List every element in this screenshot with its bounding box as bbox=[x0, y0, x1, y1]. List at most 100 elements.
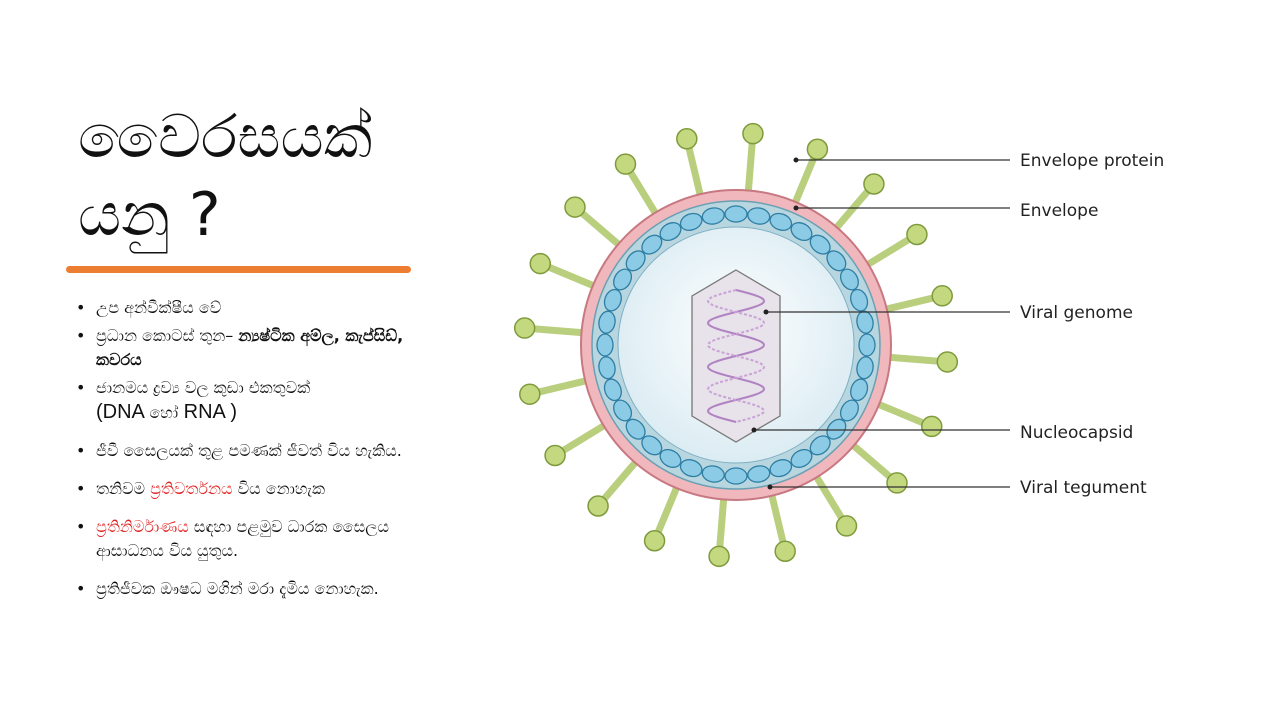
envelope-protein-icon bbox=[614, 153, 637, 175]
capsid-ring bbox=[596, 205, 876, 485]
spike-stem bbox=[830, 187, 873, 234]
spike-stem bbox=[531, 325, 587, 337]
envelope-protein-icon bbox=[774, 540, 796, 562]
spike-stem bbox=[862, 235, 913, 270]
capsomere bbox=[839, 399, 859, 422]
bullet-text: ප්‍රධාන කොටස් තුන– bbox=[96, 326, 239, 345]
bullet-item: ජීවී සෛලයක් තුළ පමණක් ජීවත් විය හැකිය. bbox=[76, 439, 421, 463]
bullet-item: ප්‍රධාන කොටස් තුන– න්‍යෂ්ටික අම්ල, කැප්ස… bbox=[76, 324, 421, 372]
spike-stem bbox=[873, 399, 927, 427]
capsomere bbox=[701, 465, 725, 483]
envelope-protein-icon bbox=[920, 415, 943, 438]
bullet-text: විය නොහැක bbox=[232, 479, 325, 498]
capsomere bbox=[790, 222, 813, 242]
envelope-protein-icon bbox=[936, 351, 959, 373]
capsomere bbox=[701, 207, 725, 225]
envelope-protein-icon bbox=[806, 138, 829, 161]
capsomere bbox=[826, 250, 847, 272]
capsomere bbox=[809, 435, 831, 456]
bullet-text: ප්‍රතිජීවක ඖෂධ මගින් මරා දැමිය නොහැක. bbox=[96, 579, 379, 598]
envelope-protein-icon bbox=[863, 173, 885, 195]
spike-stem bbox=[545, 263, 599, 291]
capsomere bbox=[659, 448, 682, 468]
capsomere bbox=[724, 205, 748, 223]
spike-stem bbox=[881, 294, 937, 314]
capsomere bbox=[747, 207, 771, 225]
envelope-protein-icon bbox=[519, 383, 541, 405]
title-underline bbox=[66, 266, 411, 273]
bullet-text: (DNA bbox=[96, 401, 150, 423]
spike-stem bbox=[599, 456, 642, 503]
bullet-text: තනිවම bbox=[96, 479, 151, 498]
spike-stem bbox=[744, 140, 756, 196]
bullet-text: RNA ) bbox=[178, 401, 238, 423]
spike-stem bbox=[685, 144, 705, 200]
spike-stem bbox=[578, 208, 625, 251]
bullet-item: තනිවම ප්‍රතිවර්තනය විය නොහැක bbox=[76, 477, 421, 501]
capsomere bbox=[641, 435, 663, 456]
envelope-protein-icon bbox=[587, 495, 609, 517]
envelope-protein-icon bbox=[708, 545, 730, 568]
capsomere bbox=[850, 288, 869, 312]
capsomere bbox=[613, 399, 633, 422]
genome-strand bbox=[706, 289, 766, 423]
label-dots bbox=[751, 157, 799, 490]
spike-stem bbox=[790, 154, 818, 208]
capsomere bbox=[625, 250, 646, 272]
label-nucleocapsid: Nucleocapsid bbox=[1020, 423, 1133, 443]
bullet-item: ප්‍රතිජීවක ඖෂධ මගින් මරා දැමිය නොහැක. bbox=[76, 577, 421, 601]
capsomere bbox=[613, 268, 633, 291]
spike-stem bbox=[716, 494, 728, 550]
label-leader-lines bbox=[754, 159, 1010, 488]
spike-stem bbox=[767, 490, 787, 546]
capsomere bbox=[858, 333, 876, 357]
label-viral-tegument: Viral tegument bbox=[1020, 478, 1147, 498]
capsomere bbox=[850, 378, 869, 402]
capsomere bbox=[641, 234, 663, 255]
bullet-item: ප්‍රතිනිර්මාණය සඳහා පළමුව ධාරක සෛලය ආසාධ… bbox=[76, 515, 421, 563]
capsomere bbox=[724, 467, 748, 485]
envelope-protein-icon bbox=[544, 444, 566, 467]
capsomere bbox=[679, 212, 703, 231]
capsomere bbox=[679, 459, 703, 478]
envelope-protein-icon bbox=[564, 196, 586, 218]
capsomere bbox=[659, 222, 682, 242]
capsomere bbox=[598, 310, 616, 334]
capsomere bbox=[625, 418, 646, 440]
envelope-protein-icon bbox=[742, 122, 764, 145]
spike-stem bbox=[535, 376, 591, 396]
capsomere bbox=[790, 448, 813, 468]
capsomere bbox=[769, 459, 793, 478]
capsomere bbox=[603, 288, 622, 312]
spike-stem bbox=[559, 420, 610, 455]
bullet-text: සඳහා පළමුව ධාරක සෛලය ආසාධනය විය යුතුය. bbox=[96, 517, 389, 560]
capsomere bbox=[747, 465, 771, 483]
spike-stem bbox=[626, 168, 661, 219]
bullet-highlight-text: ප්‍රතිනිර්මාණය bbox=[96, 517, 189, 536]
viral-genome bbox=[706, 289, 766, 423]
spike-stem bbox=[847, 439, 894, 482]
label-envelope: Envelope bbox=[1020, 201, 1098, 221]
bullet-highlight-text: ප්‍රතිවර්තනය bbox=[150, 479, 233, 498]
bullet-item: ජානමය ද්‍රව්‍ය වල කුඩා එකතුවක්(DNA හෝ RN… bbox=[76, 376, 421, 425]
bullet-text: ජානමය ද්‍රව්‍ය වල කුඩා එකතුවක් bbox=[96, 378, 311, 397]
bullet-text: ජීවී සෛලයක් තුළ පමණක් ජීවත් විය හැකිය. bbox=[96, 441, 402, 460]
bullet-text: උප අන්වීක්ෂීය වේ bbox=[96, 298, 222, 317]
capsomere bbox=[603, 378, 622, 402]
capsomere bbox=[598, 356, 616, 380]
spike-stem bbox=[811, 471, 846, 522]
label-envelope-protein: Envelope protein bbox=[1020, 151, 1164, 171]
envelope-protein-icon bbox=[886, 472, 908, 494]
bullet-bold-text: න්‍යෂ්ටික අම්ල, කැප්සිඩ්, කවරය bbox=[96, 326, 404, 369]
envelope-protein-icon bbox=[835, 515, 858, 537]
capsomere bbox=[596, 333, 614, 357]
envelope-protein-icon bbox=[513, 317, 536, 339]
slide-title: වෛරසයක් යනු ? bbox=[78, 102, 373, 250]
bullet-item: උප අන්වීක්ෂීය වේ bbox=[76, 296, 421, 320]
envelope-protein-spikes bbox=[513, 122, 959, 568]
capsomere bbox=[839, 268, 859, 291]
capsomere bbox=[826, 418, 847, 440]
envelope-protein-icon bbox=[643, 529, 666, 552]
spike-stem bbox=[885, 353, 941, 365]
